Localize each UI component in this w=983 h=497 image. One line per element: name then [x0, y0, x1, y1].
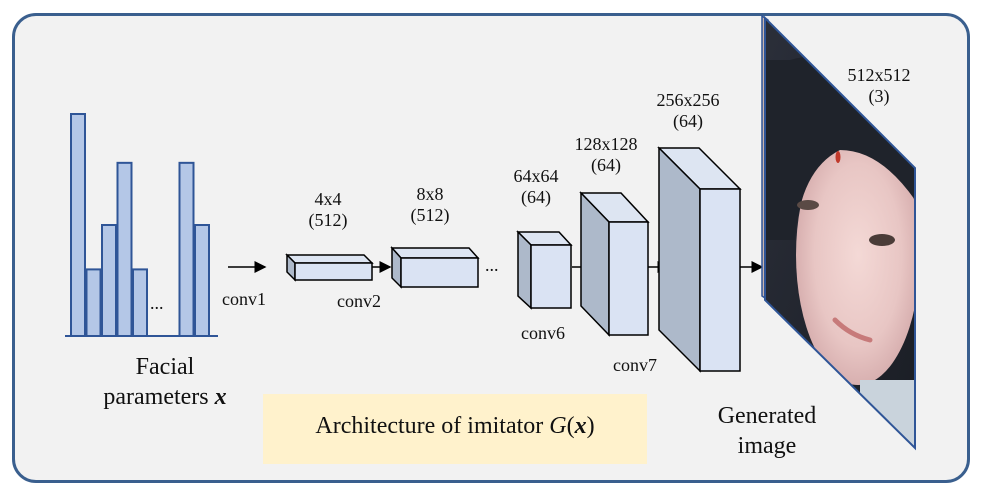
size-label-64x64: 64x64 (64): [506, 166, 566, 208]
caption-text: Architecture of imitator G(x): [315, 413, 595, 439]
channels-256x256: (64): [673, 111, 703, 131]
layer-block-4x4: [285, 253, 374, 282]
facial-parameter-bars: [65, 113, 218, 337]
channels-512x512: (3): [868, 86, 890, 106]
output-label-line2: image: [737, 433, 797, 459]
parameter-bar: [70, 113, 86, 337]
mid-ellipsis: ...: [485, 255, 499, 275]
size-label-8x8: 8x8 (512): [405, 184, 455, 226]
output-label-line1: Generated: [717, 403, 817, 429]
input-label-line1: Facial: [135, 354, 195, 380]
parameter-bar: [132, 268, 148, 337]
size-512x512: 512x512: [847, 65, 911, 85]
size-label-4x4: 4x4 (512): [308, 189, 348, 231]
layer-block-128x128: [579, 191, 650, 337]
size-4x4: 4x4: [314, 189, 342, 209]
output-label: Generated image: [707, 401, 827, 461]
layer-label-conv6: conv6: [521, 323, 565, 343]
layer-label-conv2: conv2: [337, 291, 381, 311]
parameter-bar: [178, 161, 195, 337]
size-256x256: 256x256: [656, 90, 720, 110]
layer-label-conv7: conv7: [613, 355, 657, 375]
channels-128x128: (64): [591, 155, 621, 175]
channels-8x8: (512): [410, 205, 450, 225]
parameter-bar: [85, 268, 102, 337]
layer-block-64x64: [516, 230, 573, 310]
size-label-128x128: 128x128 (64): [568, 134, 644, 176]
size-label-256x256: 256x256 (64): [650, 90, 726, 132]
layer-block-256x256: [657, 146, 742, 373]
size-64x64: 64x64: [513, 166, 559, 186]
input-label-line2: parameters x: [103, 384, 227, 410]
caption-box: Architecture of imitator G(x): [263, 394, 647, 464]
parameter-bar: [116, 161, 133, 337]
parameter-bar: [101, 224, 117, 337]
parameter-bar: [194, 224, 210, 337]
layer-label-conv1: conv1: [222, 289, 266, 309]
input-ellipsis: ...: [150, 293, 164, 313]
size-8x8: 8x8: [416, 184, 444, 204]
layer-block-8x8: [390, 246, 480, 289]
size-label-512x512: 512x512 (3): [841, 65, 917, 107]
input-label: Facial parameters x: [95, 352, 235, 412]
size-128x128: 128x128: [574, 134, 638, 154]
channels-4x4: (512): [308, 210, 348, 230]
channels-64x64: (64): [521, 187, 551, 207]
